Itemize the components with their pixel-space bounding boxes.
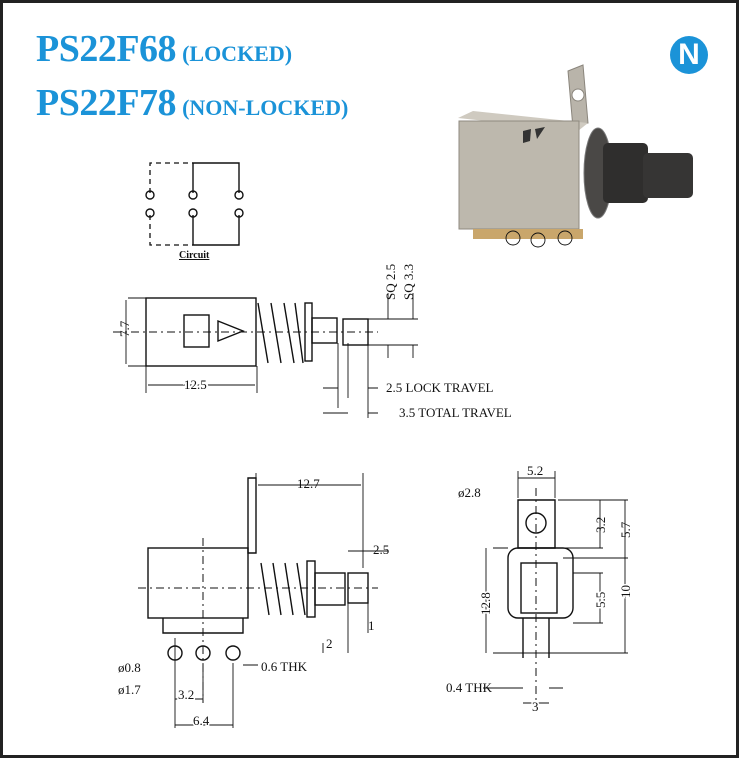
dim-1: 1 bbox=[368, 618, 375, 633]
bottom-view: 12.7 2.5 2 1 ø0.8 ø1.7 0.6 THK 3.2 6.4 bbox=[118, 473, 389, 730]
circuit-label: Circuit bbox=[179, 250, 210, 261]
dim-thickness: 0.4 THK bbox=[446, 680, 493, 695]
dim-12-8: 12.8 bbox=[478, 592, 493, 615]
technical-drawing: Circuit 7.7 12.5 SQ 2.5 SQ 3.3 2.5 LOCK … bbox=[113, 64, 693, 730]
dim-3-2: 3.2 bbox=[593, 517, 608, 533]
dim-cap: 2.5 bbox=[373, 542, 389, 557]
front-view: 5.2 ø2.8 3.2 5.7 10 5.5 12.8 0.4 THK 3 bbox=[446, 463, 635, 716]
part-number: PS22F78 bbox=[36, 82, 177, 124]
lock-travel: 2.5 LOCK TRAVEL bbox=[386, 380, 494, 395]
dim-2: 2 bbox=[326, 636, 333, 651]
part-number: PS22F68 bbox=[36, 28, 177, 70]
dim-5-7: 5.7 bbox=[618, 521, 633, 538]
dim-10: 10 bbox=[618, 585, 633, 598]
variant: (NON-LOCKED) bbox=[182, 95, 349, 120]
dim-sq-inner: SQ 2.5 bbox=[383, 264, 398, 300]
dim-pin-hole: ø0.8 bbox=[118, 660, 141, 675]
dim-5-5: 5.5 bbox=[593, 592, 608, 608]
dim-length: 12.7 bbox=[297, 476, 320, 491]
total-travel: 3.5 TOTAL TRAVEL bbox=[399, 405, 512, 420]
title-locked: PS22F68(LOCKED) bbox=[36, 27, 292, 71]
dim-hole: ø2.8 bbox=[458, 485, 481, 500]
title-non-locked: PS22F78(NON-LOCKED) bbox=[36, 81, 348, 125]
dim-thickness: 0.6 THK bbox=[261, 659, 308, 674]
dim-span: 6.4 bbox=[193, 713, 210, 728]
product-photo bbox=[458, 64, 693, 248]
brand-logo: N bbox=[670, 36, 708, 74]
dim-sq-outer: SQ 3.3 bbox=[401, 264, 416, 300]
variant: (LOCKED) bbox=[182, 41, 293, 66]
dim-width: 5.2 bbox=[527, 463, 543, 478]
dim-pad: ø1.7 bbox=[118, 682, 141, 697]
dim-height: 7.7 bbox=[117, 320, 132, 337]
circuit-diagram: Circuit bbox=[145, 162, 244, 261]
side-view: 7.7 12.5 SQ 2.5 SQ 3.3 2.5 LOCK TRAVEL 3… bbox=[113, 264, 512, 420]
dim-length: 12.5 bbox=[184, 377, 207, 392]
dim-pitch: 3.2 bbox=[178, 687, 194, 702]
dim-pin-span: 3 bbox=[532, 699, 539, 714]
